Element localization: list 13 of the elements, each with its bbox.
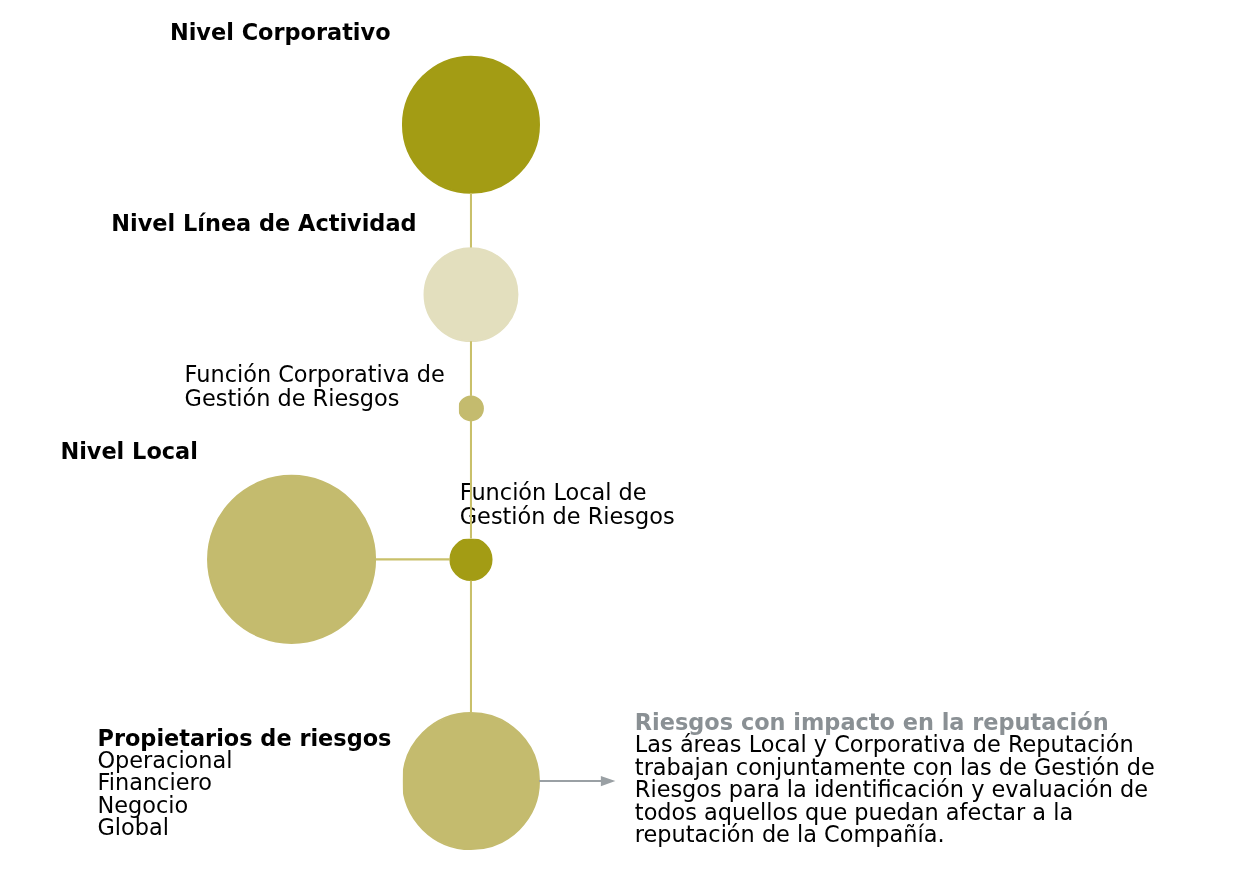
connector [469, 341, 472, 396]
node-circle [206, 474, 376, 644]
node-circle [401, 55, 540, 194]
connector [375, 558, 450, 561]
connector [469, 580, 472, 713]
arrow [538, 776, 615, 787]
node-text: Riesgos con impacto en la reputación Las áreas Local y Corporativa de Reputación trabajan conjuntamente con las de Gestión de Riesgos para la identificación y evaluación de todos aquellos que puedan afectar a la reputación de la Compañía. [634, 709, 1155, 848]
node-label: Nivel Línea de Actividad [110, 210, 417, 237]
connector [469, 420, 472, 539]
connector [469, 193, 472, 248]
node-label: Nivel Local [59, 438, 198, 465]
node-label: Nivel Corporativo [169, 18, 391, 45]
node-circle [423, 247, 518, 343]
